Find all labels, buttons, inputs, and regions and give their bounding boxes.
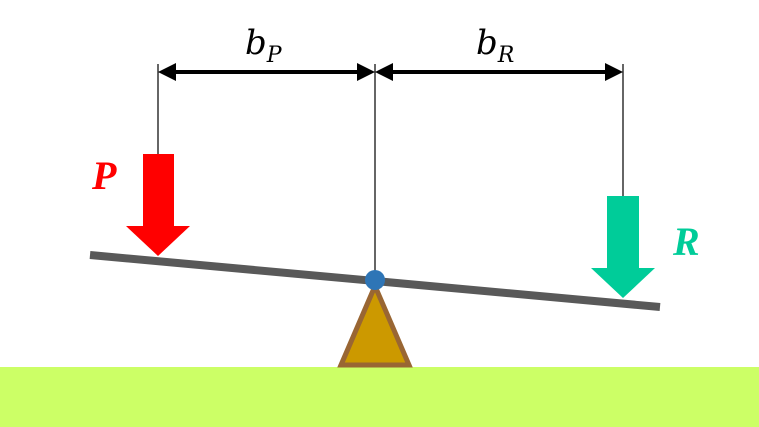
force-label-p: P [91, 153, 117, 198]
pivot-point [365, 270, 385, 290]
ground [0, 367, 759, 427]
force-arrow-p [126, 154, 190, 256]
fulcrum [337, 279, 413, 368]
label-bp: bP [245, 23, 283, 68]
dimension-arrow-br [375, 63, 623, 81]
force-label-r: R [672, 219, 700, 264]
force-arrow-r [591, 196, 655, 298]
label-br: bR [476, 23, 514, 68]
dimension-arrow-bp [158, 63, 375, 81]
